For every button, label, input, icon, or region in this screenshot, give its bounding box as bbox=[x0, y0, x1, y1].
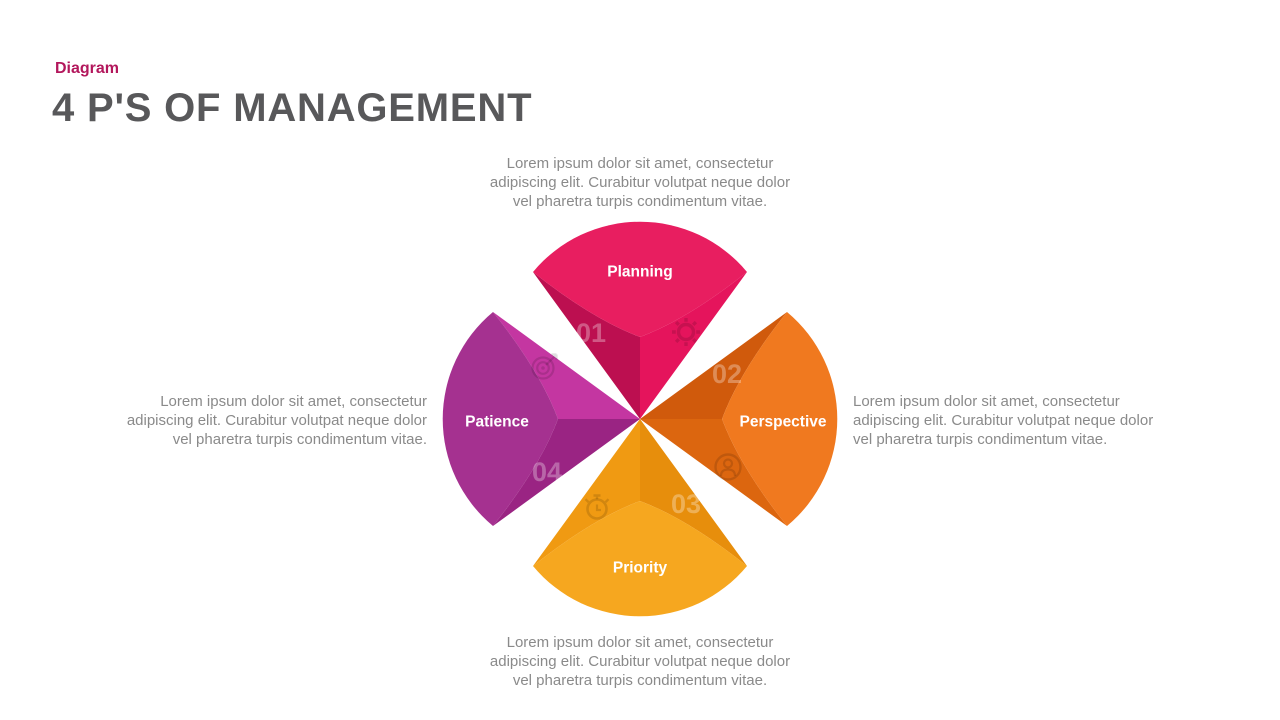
petal-planning-face-light bbox=[640, 272, 747, 419]
user-icon bbox=[714, 453, 742, 481]
description-top-line: vel pharetra turpis condimentum vitae. bbox=[512, 193, 768, 210]
description-top: Lorem ipsum dolor sit amet, consectetur … bbox=[468, 154, 812, 211]
petal-planning bbox=[533, 221, 747, 419]
description-bottom-line: Lorem ipsum dolor sit amet, consectetur bbox=[506, 634, 774, 651]
description-left-line: Lorem ipsum dolor sit amet, consectetur bbox=[160, 393, 427, 410]
petal-label-patience: Patience bbox=[465, 414, 529, 431]
alarm-clock-icon bbox=[584, 494, 610, 520]
petal-planning-cap bbox=[533, 221, 747, 337]
description-left-line: vel pharetra turpis condimentum vitae. bbox=[172, 431, 427, 448]
petal-priority-face-dark bbox=[640, 419, 747, 566]
description-top-line: Lorem ipsum dolor sit amet, consectetur bbox=[506, 155, 774, 172]
description-right-line: vel pharetra turpis condimentum vitae. bbox=[853, 431, 1108, 448]
petal-perspective-face-light bbox=[640, 419, 787, 526]
gear-icon bbox=[672, 318, 700, 346]
description-right: Lorem ipsum dolor sit amet, consectetur … bbox=[853, 392, 1197, 449]
step-number-03: 03 bbox=[671, 489, 701, 519]
description-top-line: adipiscing elit. Curabitur volutpat nequ… bbox=[489, 174, 791, 191]
petal-label-planning: Planning bbox=[607, 264, 672, 281]
petal-perspective bbox=[640, 312, 838, 526]
petal-patience bbox=[442, 312, 640, 526]
eyebrow-label: Diagram bbox=[55, 60, 120, 77]
description-bottom: Lorem ipsum dolor sit amet, consectetur … bbox=[468, 633, 812, 690]
petal-priority-face-light bbox=[533, 419, 640, 566]
step-number-01: 01 bbox=[576, 318, 606, 348]
description-right-line: Lorem ipsum dolor sit amet, consectetur bbox=[853, 393, 1120, 410]
petal-perspective-cap bbox=[722, 312, 838, 526]
petal-label-perspective: Perspective bbox=[739, 414, 826, 431]
petal-planning-face-dark bbox=[533, 272, 640, 419]
petal-patience-face-light bbox=[493, 312, 640, 419]
description-bottom-line: vel pharetra turpis condimentum vitae. bbox=[512, 672, 768, 689]
four-petal-diagram: 01 02 03 04 Planning Perspective Prio bbox=[442, 221, 838, 617]
target-icon bbox=[531, 353, 558, 380]
petal-priority bbox=[533, 419, 747, 617]
petal-patience-cap bbox=[442, 312, 558, 526]
description-left: Lorem ipsum dolor sit amet, consectetur … bbox=[83, 392, 427, 449]
petal-priority-cap bbox=[533, 501, 747, 617]
petal-label-priority: Priority bbox=[613, 560, 668, 577]
step-number-02: 02 bbox=[712, 359, 742, 389]
description-left-line: adipiscing elit. Curabitur volutpat nequ… bbox=[126, 412, 427, 429]
petal-perspective-face-dark bbox=[640, 312, 787, 419]
petal-patience-face-dark bbox=[493, 419, 640, 526]
step-number-04: 04 bbox=[532, 457, 562, 487]
page-title: 4 P'S OF MANAGEMENT bbox=[52, 86, 533, 130]
description-right-line: adipiscing elit. Curabitur volutpat nequ… bbox=[853, 412, 1154, 429]
description-bottom-line: adipiscing elit. Curabitur volutpat nequ… bbox=[489, 653, 791, 670]
